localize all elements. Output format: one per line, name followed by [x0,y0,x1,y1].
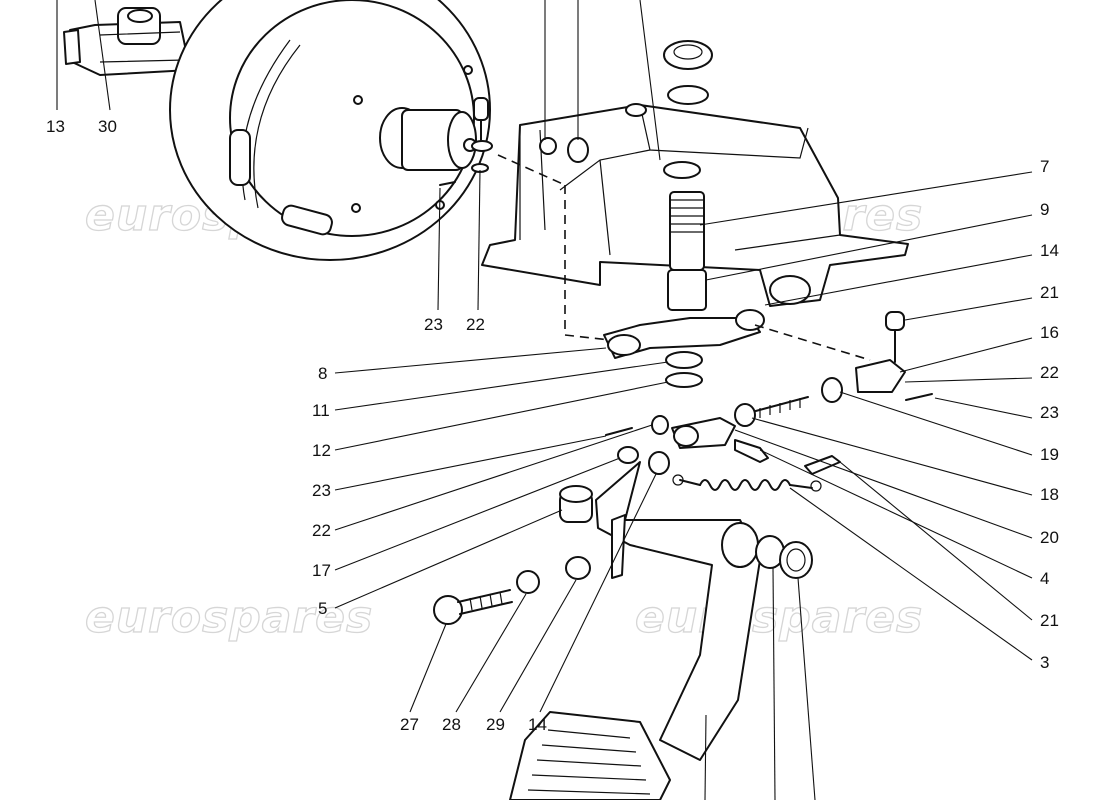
callout-14-lower: 14 [528,715,547,734]
callout-labels: 13 30 23 22 7 9 14 21 16 22 23 19 18 20 … [46,117,1059,734]
callout-12: 12 [312,441,331,460]
callout-29: 29 [486,715,505,734]
callout-22-upper: 22 [466,315,485,334]
callout-23-right: 23 [1040,403,1059,422]
pedal-pad [509,711,671,800]
callout-27: 27 [400,715,419,734]
callout-18: 18 [1040,485,1059,504]
callout-23-left: 23 [312,481,331,500]
dash-link-4 [754,324,871,361]
dash-link-3 [564,334,611,341]
brake-servo [169,0,491,261]
callout-22-left: 22 [312,521,331,540]
master-cylinder [63,7,191,76]
callout-8: 8 [318,364,327,383]
callout-28: 28 [442,715,461,734]
return-spring [672,474,822,492]
pivot-shaft [667,191,707,311]
callout-7: 7 [1040,157,1049,176]
callout-14-upper: 14 [1040,241,1059,260]
callout-11: 11 [312,401,330,420]
watermark-bottom-left: eurospares [85,592,373,643]
clevis-pins [734,439,841,475]
callout-13: 13 [46,117,65,136]
leader-lines [56,0,1033,800]
callout-5: 5 [318,599,327,618]
callout-21-upper: 21 [1040,283,1059,302]
callout-20: 20 [1040,528,1059,547]
callout-16: 16 [1040,323,1059,342]
callout-23-upper: 23 [424,315,443,334]
callout-30: 30 [98,117,117,136]
pushrod-assembly [605,311,933,449]
pivot-bolt [433,556,591,625]
callout-3: 3 [1040,653,1049,672]
callout-4: 4 [1040,569,1049,588]
callout-22-right: 22 [1040,363,1059,382]
callout-9: 9 [1040,200,1049,219]
callout-21-lower: 21 [1040,611,1059,630]
callout-19: 19 [1040,445,1059,464]
pedal-bushings [755,535,813,579]
nut-and-washers [663,40,713,179]
watermark-bottom-right: eurospares [635,592,923,643]
dash-link-1 [497,154,566,186]
pedal-arm [559,446,761,761]
rocker-lever [603,309,765,388]
callout-17: 17 [312,561,331,580]
